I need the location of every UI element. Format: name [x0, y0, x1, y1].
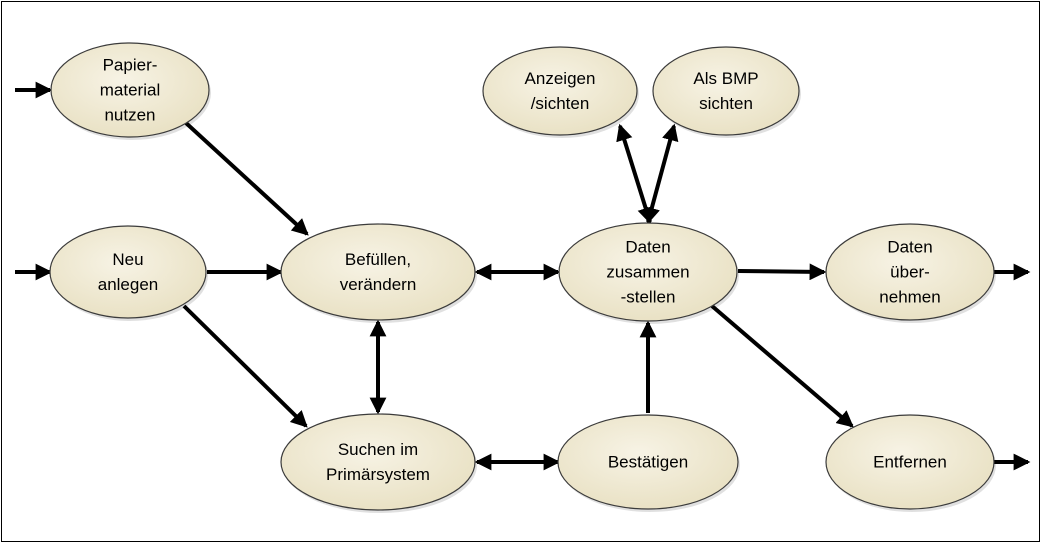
node-label-line: Suchen im: [338, 440, 418, 459]
node-label-line: sichten: [699, 94, 753, 113]
node-ellipse: [280, 223, 476, 321]
node-ellipse: [652, 46, 800, 136]
node-bestaetigen: Bestätigen: [557, 414, 740, 512]
node-label-line: /sichten: [531, 94, 590, 113]
node-zusammen: Daten zusammen -stellen: [558, 222, 739, 324]
arrow-zusammen-entfernen: [710, 304, 854, 428]
node-befuellen: Befüllen, verändern: [280, 223, 477, 323]
connection-arrows: [15, 81, 1031, 471]
node-ellipse: [49, 225, 207, 319]
node-label-line: nehmen: [879, 288, 940, 307]
node-anzeigen: Anzeigen/sichten: [482, 46, 639, 138]
node-label-line: anlegen: [98, 275, 159, 294]
node-ellipse: [50, 42, 210, 138]
node-label-line: Bestätigen: [608, 453, 688, 472]
arrow-papiermaterial-befuellen: [184, 121, 309, 236]
arrow-zusammen-bmp: [643, 123, 679, 225]
node-label-line: Anzeigen: [525, 69, 596, 88]
node-label-line: Papier-: [103, 56, 158, 75]
node-label-line: Neu: [112, 250, 143, 269]
node-ellipse: [482, 46, 638, 136]
node-ellipse: [280, 413, 476, 511]
node-neu: Neu anlegen: [49, 225, 208, 321]
node-label-line: Primärsystem: [326, 465, 430, 484]
node-label-line: Befüllen,: [345, 250, 411, 269]
arrow-zusammen-anzeigen: [616, 123, 654, 225]
arrow-neu-suchen: [182, 304, 308, 428]
node-label-line: nutzen: [104, 106, 155, 125]
node-papiermaterial: Papier-material nutzen: [50, 42, 211, 140]
node-label-line: Daten: [625, 238, 670, 257]
node-ellipse: [825, 414, 995, 510]
node-label-line: -stellen: [621, 288, 676, 307]
node-bmp: Als BMP sichten: [652, 46, 801, 138]
node-label-line: verändern: [340, 275, 417, 294]
node-label-line: Daten: [887, 238, 932, 257]
node-suchen: Suchen im Primärsystem: [280, 413, 477, 513]
node-label-line: zusammen: [606, 263, 689, 282]
node-uebernehmen: Daten über-nehmen: [825, 223, 996, 323]
node-entfernen: Entfernen: [825, 414, 996, 512]
node-label-line: über-: [890, 263, 930, 282]
node-ellipse: [557, 414, 739, 510]
node-label-line: material: [100, 81, 160, 100]
node-label-line: Entfernen: [873, 453, 947, 472]
arrow-zusammen-uebernehmen: [737, 263, 827, 281]
node-ellipse: [825, 223, 995, 321]
node-label-line: Als BMP: [693, 69, 758, 88]
node-ellipse: [558, 222, 738, 322]
